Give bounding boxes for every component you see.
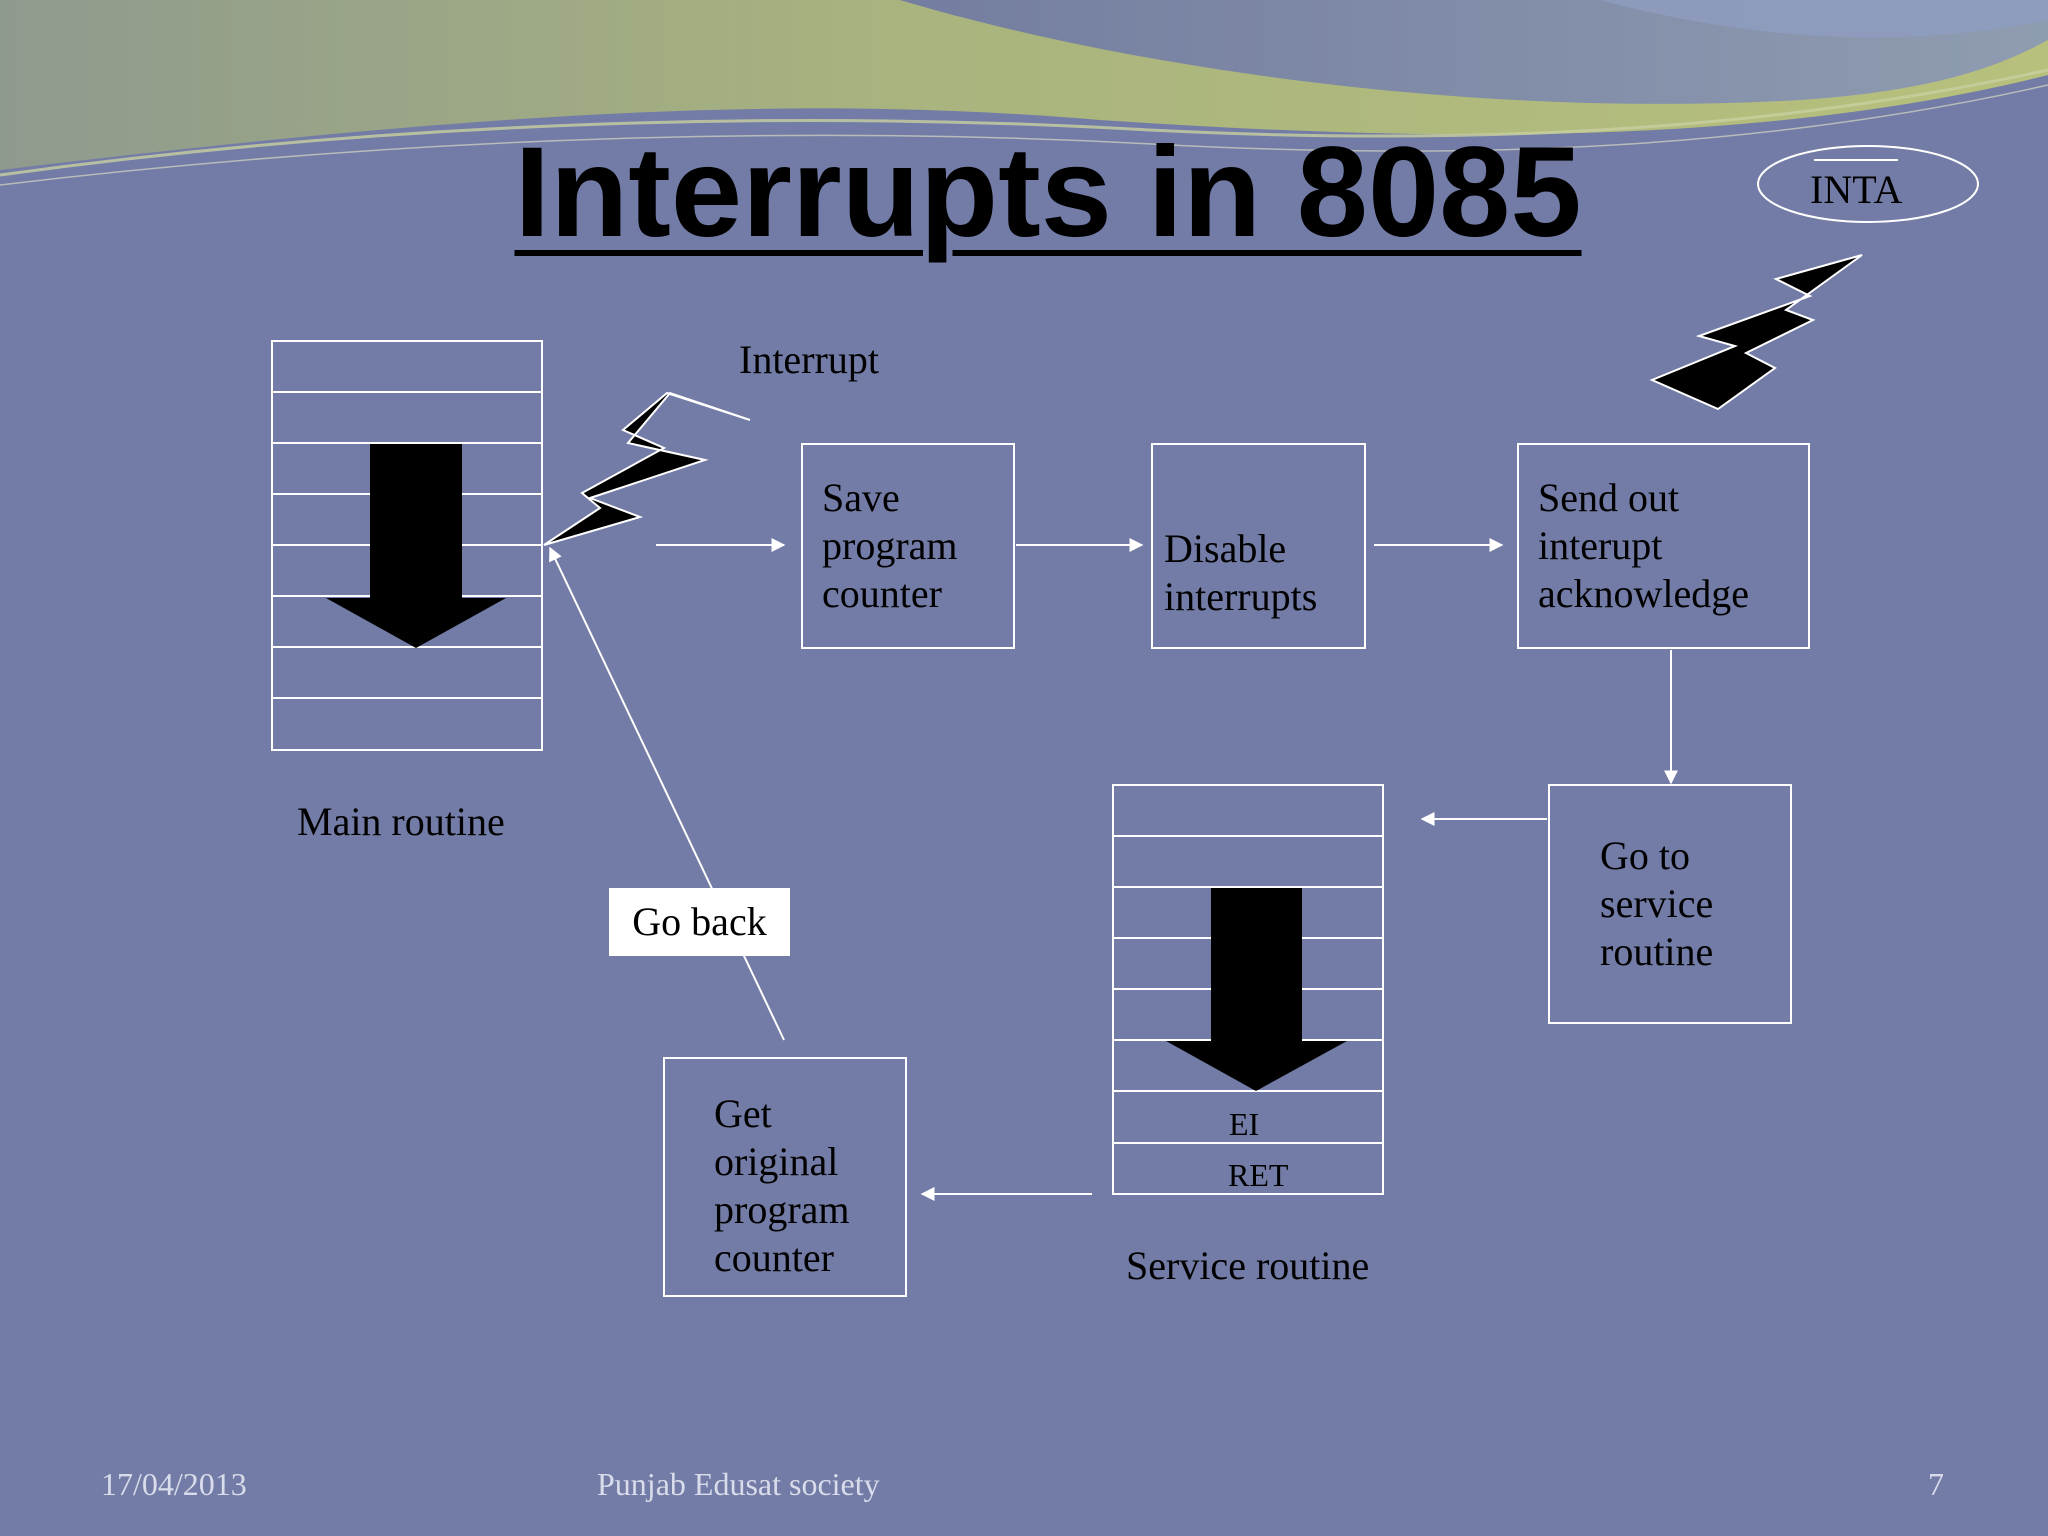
ret-label: RET (1228, 1157, 1289, 1193)
get-pc-box (663, 1057, 907, 1297)
footer-date: 17/04/2013 (101, 1466, 247, 1502)
ei-label: EI (1229, 1106, 1260, 1142)
footer-page-number: 7 (1928, 1466, 1944, 1502)
main-routine-stack (271, 340, 543, 751)
save-pc-box (801, 443, 1015, 649)
main-routine-down-arrow-icon (326, 444, 506, 648)
disable-interrupts-text: Disable interrupts (1164, 526, 1318, 619)
inta-lightning-icon (1649, 254, 1863, 411)
go-to-service-box (1548, 784, 1792, 1024)
arrow-go-back (549, 546, 785, 1041)
send-inta-text: Send out interupt acknowledge (1538, 475, 1750, 616)
inta-ellipse (1757, 145, 1979, 223)
service-routine-label: Service routine (1126, 1243, 1370, 1288)
save-pc-text: Save program counter (822, 475, 958, 616)
go-back-label: Go back (609, 888, 790, 956)
interrupt-lightning-icon (543, 391, 751, 546)
get-pc-text: Get original program counter (714, 1091, 850, 1280)
inta-label: INTA (1810, 167, 1903, 212)
send-inta-box (1517, 443, 1810, 649)
disable-interrupts-box (1151, 443, 1366, 649)
service-routine-stack (1112, 784, 1384, 1195)
footer-organization: Punjab Edusat society (597, 1466, 880, 1502)
interrupt-label: Interrupt (739, 337, 879, 382)
go-to-service-text: Go to service routine (1600, 833, 1714, 974)
slide-title: Interrupts in 8085 (514, 121, 1582, 264)
service-routine-down-arrow-icon (1166, 888, 1347, 1091)
main-routine-label: Main routine (297, 799, 505, 844)
